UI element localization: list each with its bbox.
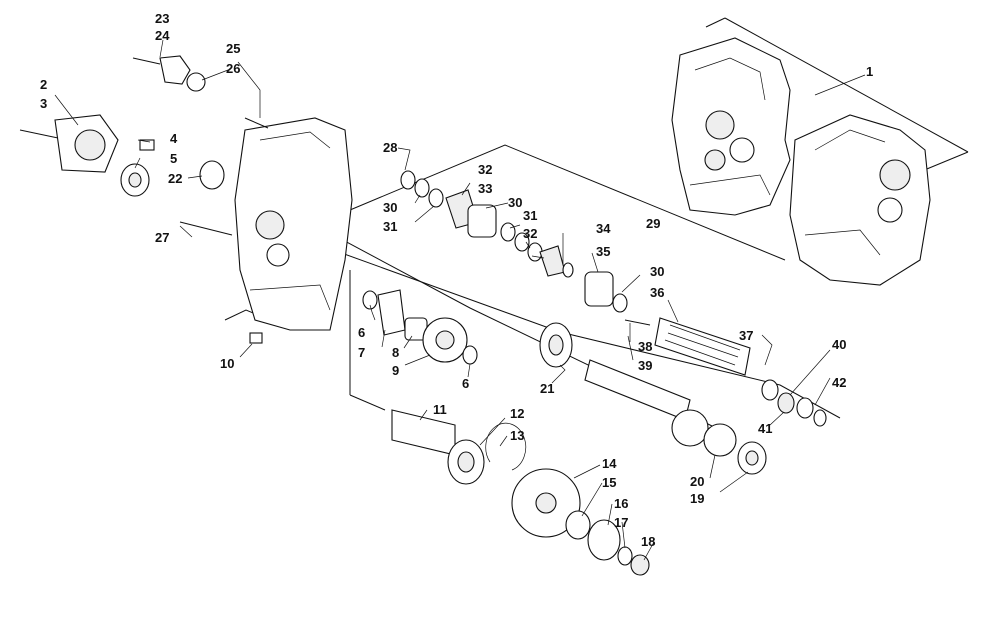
callout-2: 2 (40, 77, 47, 92)
callout-31-a: 31 (383, 219, 397, 234)
callout-35: 35 (596, 244, 610, 259)
callout-labels: 23 24 25 26 2 3 4 5 22 27 10 1 28 30 31 … (40, 11, 873, 549)
callout-16: 16 (614, 496, 628, 511)
callout-23: 23 (155, 11, 169, 26)
parts-shaft-upper (400, 170, 827, 427)
callout-1: 1 (866, 64, 873, 79)
callout-20: 20 (690, 474, 704, 489)
callout-24: 24 (155, 28, 170, 43)
callout-39: 39 (638, 358, 652, 373)
callout-6-b: 6 (462, 376, 469, 391)
callout-27: 27 (155, 230, 169, 245)
callout-21: 21 (540, 381, 554, 396)
callout-25: 25 (226, 41, 240, 56)
callout-22: 22 (168, 171, 182, 186)
parts-upper-left (19, 55, 269, 344)
callout-30-a: 30 (383, 200, 397, 215)
callout-15: 15 (602, 475, 616, 490)
callout-12: 12 (510, 406, 524, 421)
callout-32-a: 32 (478, 162, 492, 177)
callout-13: 13 (510, 428, 524, 443)
callout-14: 14 (602, 456, 617, 471)
leader-lines (54, 39, 866, 561)
callout-29: 29 (646, 216, 660, 231)
callout-8: 8 (392, 345, 399, 360)
callout-42: 42 (832, 375, 846, 390)
callout-4: 4 (170, 131, 178, 146)
callout-28: 28 (383, 140, 397, 155)
callout-5: 5 (170, 151, 177, 166)
callout-40: 40 (832, 337, 846, 352)
callout-36: 36 (650, 285, 664, 300)
parts-middle (362, 289, 767, 475)
callout-37: 37 (739, 328, 753, 343)
parts-lower (391, 409, 650, 576)
callout-41: 41 (758, 421, 772, 436)
callout-10: 10 (220, 356, 234, 371)
callout-34: 34 (596, 221, 611, 236)
callout-30-c: 30 (650, 264, 664, 279)
callout-30-b: 30 (508, 195, 522, 210)
callout-33: 33 (478, 181, 492, 196)
callout-18: 18 (641, 534, 655, 549)
callout-19: 19 (690, 491, 704, 506)
callout-26: 26 (226, 61, 240, 76)
callout-32-b: 32 (523, 226, 537, 241)
left-crankcase-half (234, 117, 353, 331)
callout-6-a: 6 (358, 325, 365, 340)
callout-38: 38 (638, 339, 652, 354)
callout-31-b: 31 (523, 208, 537, 223)
callout-3: 3 (40, 96, 47, 111)
crankcase-assembly (671, 37, 931, 286)
callout-17: 17 (614, 515, 628, 530)
callout-7: 7 (358, 345, 365, 360)
callout-11: 11 (433, 402, 447, 417)
callout-9: 9 (392, 363, 399, 378)
